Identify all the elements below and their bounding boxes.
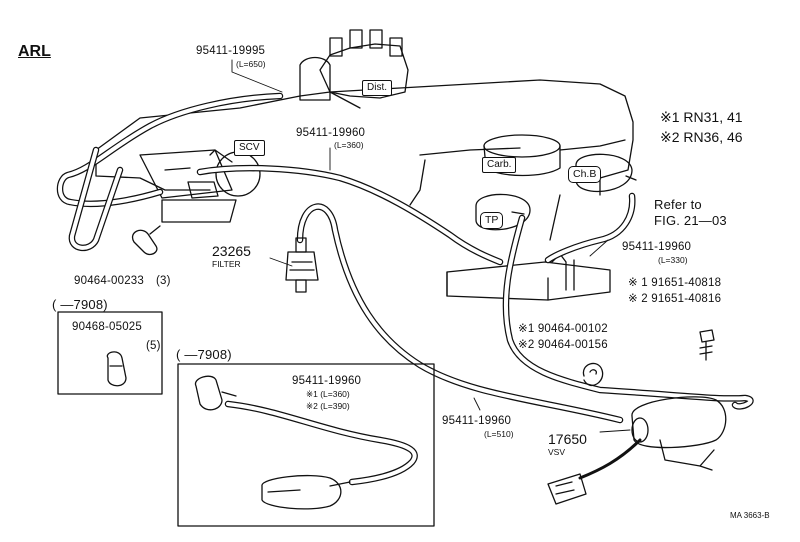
vsv-shape <box>547 396 727 505</box>
inset-left-range: ( —7908) <box>52 297 108 312</box>
refer-line2: FIG. 21—03 <box>654 213 727 228</box>
hose-clip-shape <box>582 362 604 386</box>
hose-360 <box>196 164 504 266</box>
inset-bottom-frame <box>177 363 435 527</box>
inset-bottom-length2: ※2 (L=390) <box>306 401 350 411</box>
hose-360-length: (L=360) <box>334 140 364 150</box>
clip-shape <box>131 225 161 256</box>
clip-00233-qty: (3) <box>156 275 171 287</box>
bolt-40818-label: ※ 1 91651-40818 <box>628 277 722 289</box>
filter-shape <box>285 237 319 293</box>
dist-label-box: Dist. <box>362 80 392 96</box>
hose-360-number: 95411-19960 <box>296 127 366 139</box>
chb-label-box: Ch.B <box>568 166 602 183</box>
hose-330-length: (L=330) <box>658 255 688 265</box>
drawing-code: MA 3663-B <box>730 511 770 520</box>
scv-label-box: SCV <box>234 140 265 156</box>
model-code-label: ARL <box>18 43 51 60</box>
clip-00102-label: ※1 90464-00102 <box>518 323 608 335</box>
clip-00156-label: ※2 90464-00156 <box>518 339 608 351</box>
filter-number: 23265 <box>212 243 251 259</box>
tp-label-box: TP <box>480 212 504 229</box>
hose-650-number: 95411-19995 <box>196 45 266 57</box>
carburetor-base-plate <box>446 253 611 301</box>
hose-510-number: 95411-19960 <box>442 415 512 427</box>
legend-note1: ※1 RN31, 41 <box>660 109 743 125</box>
distributor-shape <box>299 29 409 101</box>
hose-510-length: (L=510) <box>484 429 514 439</box>
inset-bottom-length1: ※1 (L=360) <box>306 389 350 399</box>
inset-left-part-number: 90468-05025 <box>72 321 142 333</box>
clip-00233-number: 90464-00233 <box>74 275 144 287</box>
hose-650-length: (L=650) <box>236 59 266 69</box>
intake-manifold-outline <box>139 149 237 223</box>
carb-label-box: Carb. <box>482 157 517 173</box>
vsv-number: 17650 <box>548 431 587 447</box>
hose-510 <box>296 203 754 424</box>
choke-breaker-shape <box>575 153 637 193</box>
vsv-name: VSV <box>548 447 566 457</box>
hose-330-number: 95411-19960 <box>622 241 692 253</box>
inset-left-qty: (5) <box>146 340 161 352</box>
legend-note2: ※2 RN36, 46 <box>660 129 743 145</box>
hose-650 <box>56 92 284 251</box>
leader-lines <box>231 59 631 433</box>
filter-name: FILTER <box>212 259 241 269</box>
bolt-40816-label: ※ 2 91651-40816 <box>628 293 722 305</box>
engine-block-outline <box>95 79 634 241</box>
hose-330 <box>544 192 636 264</box>
inset-bottom-part-number: 95411-19960 <box>292 375 362 387</box>
bolt-shape <box>699 329 715 361</box>
refer-line1: Refer to <box>654 197 702 212</box>
inset-bottom-range: ( —7908) <box>176 347 232 362</box>
inset-left-frame <box>57 311 163 395</box>
